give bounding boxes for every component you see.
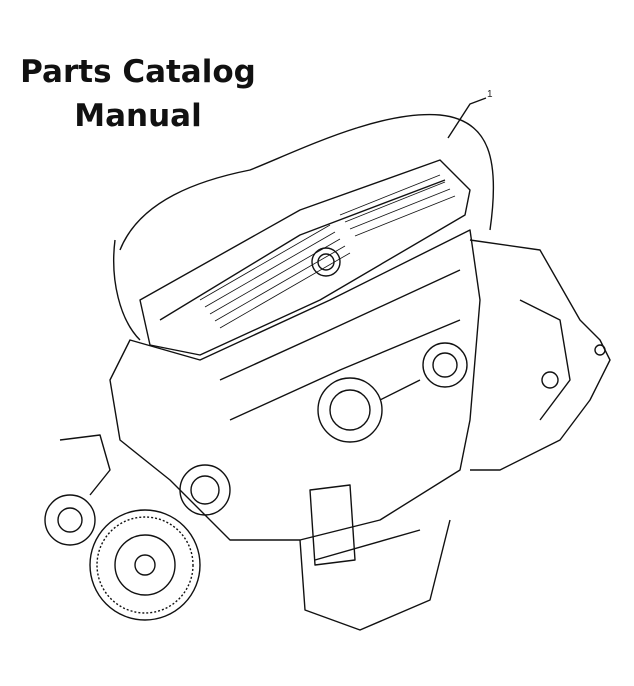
front-pulleys — [44, 434, 231, 621]
title-line-2: Manual — [74, 98, 202, 134]
engine-block — [109, 229, 481, 631]
oil-filter — [309, 484, 356, 566]
valve-cover — [139, 159, 471, 356]
part-callout-number: 1 — [487, 89, 493, 100]
turbocharger — [317, 342, 468, 443]
title-line-1: Parts Catalog — [20, 54, 256, 90]
wiring-harness — [119, 113, 495, 251]
bell-housing — [469, 239, 611, 471]
callout-leader-line — [447, 97, 487, 139]
